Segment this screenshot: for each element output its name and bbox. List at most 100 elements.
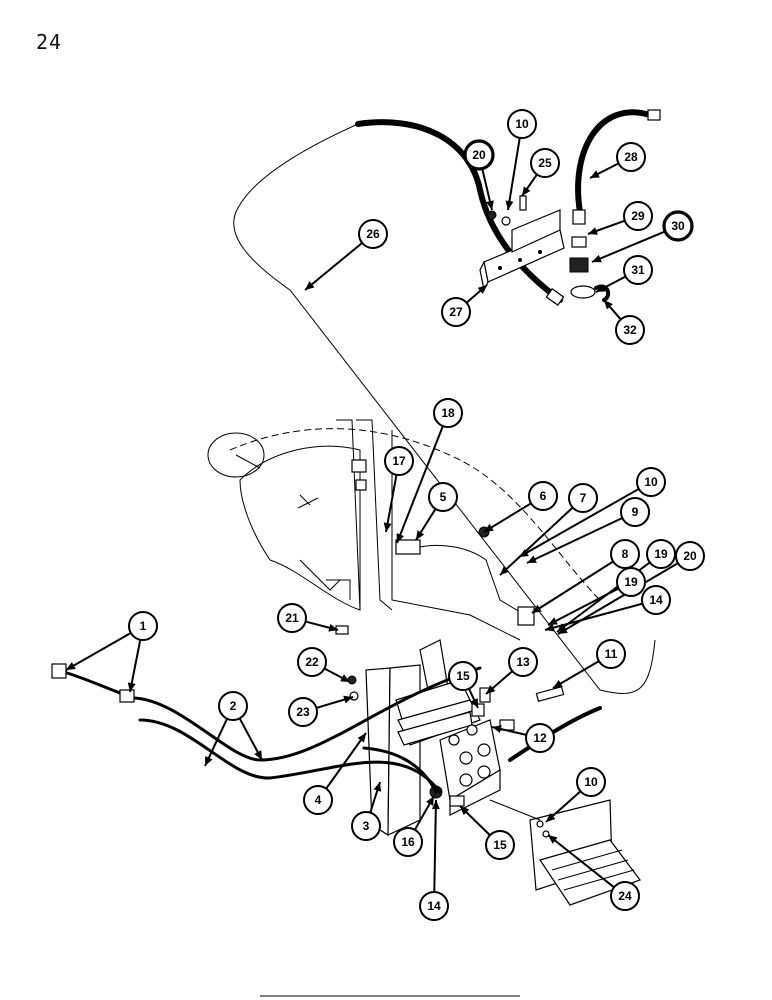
callout-24: 24 [610, 881, 640, 911]
callout-circle [610, 539, 640, 569]
callout-circle [507, 109, 537, 139]
callout-label: 9 [632, 505, 639, 519]
callout-label: 16 [401, 835, 415, 849]
callout-circle [662, 210, 694, 242]
callout-circle [428, 482, 458, 512]
hose-12 [508, 706, 602, 762]
callout-32: 32 [615, 315, 645, 345]
callout-label: 4 [315, 793, 322, 807]
callout-11: 11 [596, 639, 626, 669]
callout-31: 31 [623, 255, 653, 285]
leader-arrowhead-14 [431, 800, 440, 810]
callout-10: 10 [636, 467, 666, 497]
leader-arrowhead-6 [484, 523, 494, 532]
callout-circle [641, 585, 671, 615]
callout-13: 13 [508, 647, 538, 677]
coupler-1a [51, 663, 67, 679]
callout-circle [384, 446, 414, 476]
leader-line-14 [433, 799, 437, 893]
callout-28: 28 [616, 142, 646, 172]
callout-7: 7 [568, 483, 598, 513]
hose-4 [362, 746, 438, 794]
callout-circle [616, 142, 646, 172]
leader-lines [65, 137, 679, 893]
callout-25: 25 [530, 148, 560, 178]
leader-arrowhead-12 [492, 725, 502, 733]
control-valve [439, 719, 501, 816]
bolt-25 [519, 195, 527, 211]
callout-circle [530, 148, 560, 178]
callout-label: 15 [456, 669, 470, 683]
callout-19: 19 [646, 539, 676, 569]
callout-17: 17 [384, 446, 414, 476]
leader-line-9 [526, 517, 623, 564]
leader-arrowhead-25 [522, 186, 531, 196]
callout-circle [620, 497, 650, 527]
leader-line-10 [507, 137, 521, 211]
leader-arrowhead-28 [590, 170, 600, 178]
hose-fitting-upper [545, 288, 565, 306]
hydraulic-hose-upper [355, 119, 563, 303]
callout-label: 21 [285, 611, 299, 625]
leader-arrowhead-7 [500, 565, 510, 575]
leader-arrowhead-1 [66, 662, 76, 670]
leader-arrowhead-2 [205, 756, 213, 766]
callout-label: 20 [683, 549, 697, 563]
callout-2: 2 [218, 691, 248, 721]
callout-label: 10 [644, 475, 658, 489]
callout-label: 31 [631, 263, 645, 277]
nut-22 [347, 675, 357, 685]
callout-23: 23 [288, 697, 318, 727]
leader-line-17 [385, 474, 398, 533]
callout-circle [528, 481, 558, 511]
leader-arrowhead-8 [532, 604, 542, 613]
callout-20: 20 [463, 139, 495, 171]
cable-bracket-18 [395, 539, 421, 555]
callout-label: 2 [230, 699, 237, 713]
leader-arrowhead-9 [527, 555, 537, 563]
callout-18: 18 [433, 398, 463, 428]
leader-line-4 [325, 732, 367, 790]
callout-label: 19 [654, 547, 668, 561]
callout-16: 16 [393, 827, 423, 857]
callout-14: 14 [419, 891, 449, 921]
leader-arrowhead-31 [596, 284, 606, 292]
leader-arrowhead-14 [545, 623, 555, 632]
callout-label: 20 [472, 148, 486, 162]
leader-line-18 [396, 425, 444, 544]
callout-circle [485, 830, 515, 860]
leader-arrowhead-5 [416, 530, 425, 540]
fitting-15 [471, 703, 485, 717]
control-cable-5 [407, 544, 526, 616]
leader-line-8 [531, 560, 614, 614]
callout-22: 22 [297, 647, 327, 677]
callout-4: 4 [303, 785, 333, 815]
leader-arrowhead-10 [519, 549, 529, 557]
callout-circle [351, 811, 381, 841]
leader-arrowhead-24 [548, 835, 558, 844]
callout-21: 21 [277, 603, 307, 633]
callout-label: 11 [605, 647, 618, 661]
callout-circle [616, 567, 646, 597]
filter-30 [569, 257, 589, 273]
callout-5: 5 [428, 482, 458, 512]
callout-15: 15 [485, 830, 515, 860]
leader-arrowhead-20 [558, 625, 568, 634]
fitting-13 [479, 687, 491, 703]
bracket-27 [479, 209, 565, 292]
callout-circle [128, 611, 158, 641]
leader-arrowhead-2 [254, 750, 262, 760]
callout-19: 19 [616, 567, 646, 597]
callout-20: 20 [675, 541, 705, 571]
callout-1: 1 [128, 611, 158, 641]
callout-label: 6 [540, 489, 547, 503]
callout-label: 22 [305, 655, 319, 669]
leader-arrowhead-32 [604, 300, 613, 310]
callout-circle [568, 483, 598, 513]
callout-label: 29 [631, 209, 645, 223]
coupler-1b [119, 689, 135, 703]
callout-29: 29 [623, 201, 653, 231]
leader-line-1 [65, 632, 132, 671]
leader-line-20 [557, 562, 679, 635]
